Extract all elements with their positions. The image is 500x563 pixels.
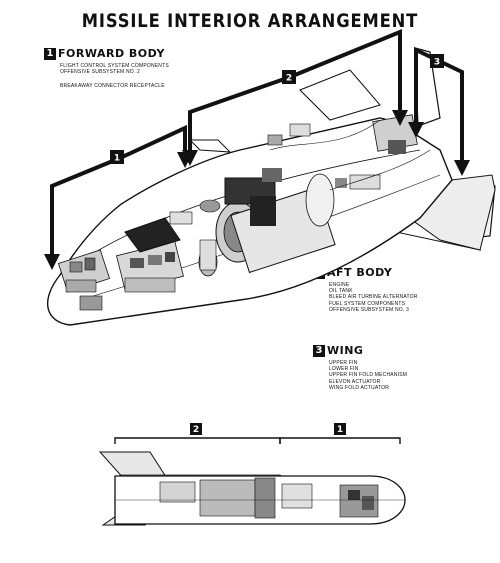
forward-fin-shape [188,139,232,153]
section-title: FORWARD BODY [58,47,165,60]
callout-badge-wing [430,54,444,68]
side-view-badge-forward [334,423,346,435]
bracket-forward-body [279,437,401,444]
legend-item: OFFENSIVE SUBSYSTEM NO. 3 [329,306,410,313]
callout-arrow-aft-body [289,29,408,126]
legend-wing: 3 WING UPPER FIN LOWER FIN UPPER FIN FOL… [313,344,407,391]
section-title: AFT BODY [327,266,393,279]
mid-fin-shape [299,69,381,121]
callout-arrow-aft-body [182,75,291,166]
callout-number-aft: 2 [286,74,292,84]
callout-number-forward: 1 [114,154,120,164]
engine-assembly [198,168,336,277]
legend-aft-body: 2 AFT BODY ENGINE OIL TANK BLEED AIR TUR… [313,266,418,313]
forward-body-components [57,211,193,311]
page-title: MISSILE INTERIOR ARRANGEMENT [81,10,419,32]
legend-item: ELEVON ACTUATOR [329,378,381,385]
callout-arrow-forward-body [119,124,193,168]
section-title: WING [327,344,364,357]
callout-badge-forward [110,150,124,164]
legend-forward-body: 1 FORWARD BODY FLIGHT CONTROL SYSTEM COM… [44,47,169,89]
legend-item: OIL TANK [329,288,353,295]
side-view-number-forward: 1 [337,425,343,435]
legend-item: OFFENSIVE SUBSYSTEM NO. 2 [60,69,141,76]
callout-badge-aft [282,70,296,84]
section-number-badge: 1 [44,47,56,60]
legend-item: UPPER FIN [329,360,358,366]
legend-item: ENGINE [329,282,350,288]
legend-note: BREAKAWAY CONNECTOR RECEPTACLE [60,83,165,90]
callout-number-wing: 3 [434,58,440,68]
legend-item: BLEED AIR TURBINE ALTERNATOR [329,294,418,301]
callout-arrow-forward-body [44,156,121,270]
callout-arrow-wing [436,58,470,176]
side-profile-view: 2 1 [98,423,406,526]
bracket-aft-body [114,437,281,444]
legend-item: UPPER FIN FOLD MECHANISM [329,372,408,379]
legend-item: WING FOLD ACTUATOR [329,384,390,391]
legend-item: FLIGHT CONTROL SYSTEM COMPONENTS [60,63,169,69]
section-number-badge: 3 [313,344,325,357]
legend-item: FUEL SYSTEM COMPONENTS [329,300,406,307]
legend-item: LOWER FIN [329,366,359,373]
side-view-badge-aft [190,423,202,435]
side-view-number-aft: 2 [193,425,199,435]
